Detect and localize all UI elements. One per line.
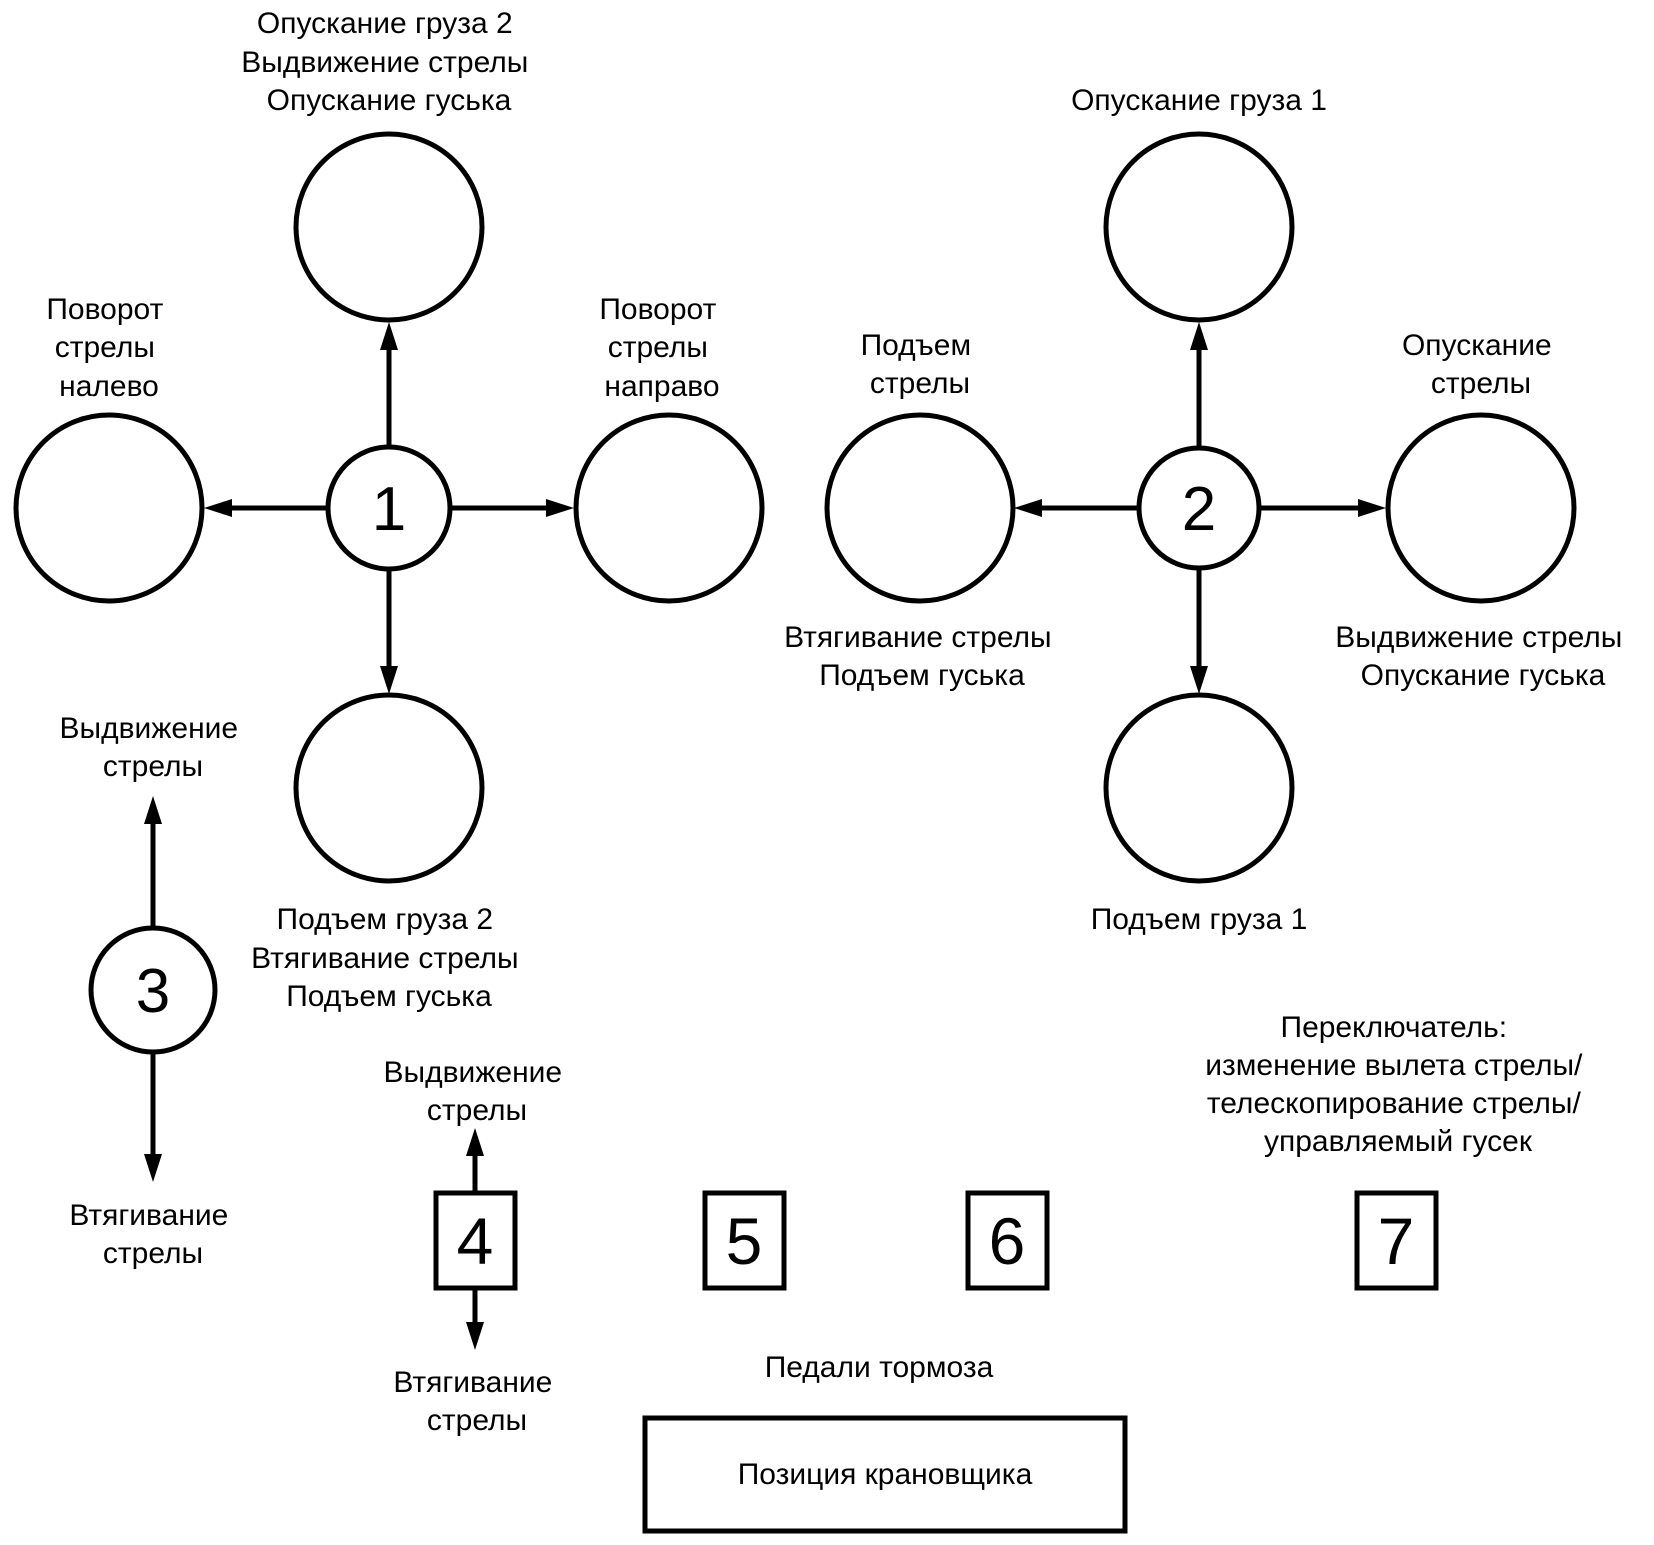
joystick-1-left-arrowhead xyxy=(204,499,232,517)
joystick-2-top-label: Опускание груза 1 xyxy=(1071,84,1327,117)
brake-pedal-5: 5 xyxy=(702,1190,787,1291)
joystick-1-group: 1 Опускание груза 2 Выдвижение стрелы Оп… xyxy=(13,7,765,1013)
joystick-2-bottom-position xyxy=(1103,692,1295,884)
switch-7-number: 7 xyxy=(1378,1204,1415,1278)
joystick-3-knob xyxy=(88,925,218,1055)
joystick-1-top-label: Опускание груза 2 Выдвижение стрелы Опус… xyxy=(241,7,536,117)
pedal-4-box xyxy=(433,1190,518,1291)
joystick-1-top-position xyxy=(293,131,485,323)
joystick-3-up-label: Выдвижение стрелы xyxy=(60,712,247,783)
joystick-2-down-arrowhead xyxy=(1190,666,1208,694)
pedal-4-up-arrowhead xyxy=(466,1128,484,1156)
pedal-6-box xyxy=(965,1190,1050,1291)
joystick-1-bottom-label: Подъем груза 2 Втягивание стрелы Подъем … xyxy=(251,903,527,1013)
pedal-4-down-arrowhead xyxy=(466,1322,484,1350)
joystick-1-down-arrowhead xyxy=(380,666,398,694)
joystick-1-left-position xyxy=(13,412,205,604)
pedal-4-up-label: Выдвижение стрелы xyxy=(384,1056,571,1127)
joystick-3-down-label: Втягивание стрелы xyxy=(69,1199,236,1270)
joystick-2-right-arrowhead xyxy=(1358,499,1386,517)
joystick-2-knob xyxy=(1136,445,1262,571)
operator-position: Позиция крановщика xyxy=(642,1415,1128,1534)
joystick-2-group: 2 Опускание груза 1 Подъем стрелы Опуска… xyxy=(784,84,1630,936)
joystick-3-group: 3 Выдвижение стрелы Втягивание стрелы xyxy=(60,712,247,1270)
joystick-1-right-position xyxy=(573,412,765,604)
joystick-1-up-arrowhead xyxy=(380,322,398,350)
pedal-4-down-label: Втягивание стрелы xyxy=(393,1366,560,1437)
joystick-2-bottom-label: Подъем груза 1 xyxy=(1091,903,1308,936)
joystick-3-down-arrowhead xyxy=(144,1154,162,1182)
joystick-2-left-arrowhead xyxy=(1014,499,1042,517)
joystick-1-knob xyxy=(325,444,453,572)
joystick-1-left-label: Поворот стрелы налево xyxy=(46,293,171,403)
switch-7-label: Переключатель: изменение вылета стрелы/ … xyxy=(1205,1011,1590,1158)
joystick-2-up-arrowhead xyxy=(1190,322,1208,350)
brake-pedals-label: Педали тормоза xyxy=(765,1351,994,1384)
pedal-4-number: 4 xyxy=(457,1204,494,1278)
joystick-1-bottom-position xyxy=(293,692,485,884)
joystick-2-left-below-label: Втягивание стрелы Подъем гуська xyxy=(784,621,1060,692)
joystick-3-number: 3 xyxy=(136,957,170,1026)
joystick-2-right-position xyxy=(1385,412,1577,604)
joystick-2-right-above-label: Опускание стрелы xyxy=(1402,329,1560,400)
pedal-5-number: 5 xyxy=(726,1204,763,1278)
pedal-6-number: 6 xyxy=(989,1204,1026,1278)
operator-position-label: Позиция крановщика xyxy=(738,1458,1033,1491)
switch-7-box xyxy=(1354,1190,1439,1291)
brake-pedal-6: 6 xyxy=(965,1190,1050,1291)
joystick-2-left-position xyxy=(824,412,1016,604)
operator-position-box xyxy=(642,1415,1128,1534)
joystick-1-right-arrowhead xyxy=(546,499,574,517)
joystick-2-top-position xyxy=(1103,131,1295,323)
joystick-1-right-label: Поворот стрелы направо xyxy=(599,293,724,403)
pedal-5-box xyxy=(702,1190,787,1291)
joystick-2-left-above-label: Подъем стрелы xyxy=(861,329,980,400)
pedal-4-group: 4 Выдвижение стрелы Втягивание стрелы xyxy=(384,1056,571,1437)
joystick-2-number: 2 xyxy=(1182,475,1216,544)
joystick-1-number: 1 xyxy=(372,475,406,544)
joystick-3-up-arrowhead xyxy=(144,796,162,824)
switch-7-group: Переключатель: изменение вылета стрелы/ … xyxy=(1205,1011,1590,1291)
joystick-2-right-below-label: Выдвижение стрелы Опускание гуська xyxy=(1335,621,1630,692)
